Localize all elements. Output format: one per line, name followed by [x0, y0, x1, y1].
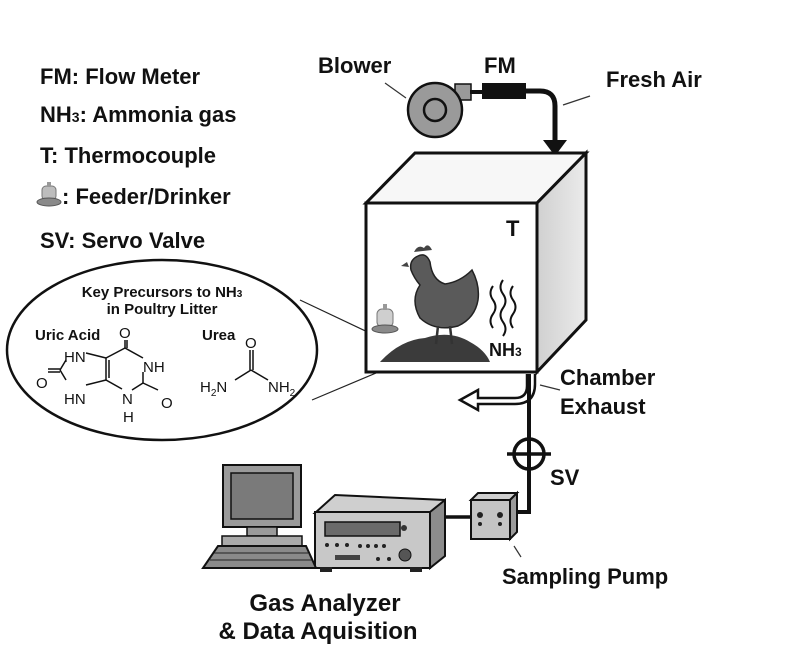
sampling-pump-label: Sampling Pump [502, 564, 668, 589]
callout-title: Key Precursors to NH3 [82, 284, 243, 301]
legend-servo-valve: SV: Servo Valve [40, 228, 205, 253]
chicken-icon [401, 245, 480, 345]
chamber-exhaust-label-1: Chamber [560, 365, 656, 390]
atom-hn: HN [64, 349, 86, 366]
gas-analyzer-icon [312, 493, 446, 572]
legend-feeder-drinker: : Feeder/Drinker [62, 184, 231, 209]
atom-o: O [161, 395, 173, 412]
callout-subtitle: in Poultry Litter [107, 301, 218, 318]
atom-nh: NH [143, 359, 165, 376]
uric-acid-label: Uric Acid [35, 327, 100, 344]
feeder-drinker-icon [371, 304, 399, 334]
ammonia-waves-icon [489, 279, 517, 337]
sampling-pump-icon [468, 490, 520, 542]
urea-label: Urea [202, 327, 236, 344]
sampling-line [517, 374, 531, 514]
servo-valve-label: SV [550, 465, 580, 490]
blower [384, 81, 472, 139]
chamber [362, 149, 590, 376]
atom-nh2: NH2 [268, 379, 296, 399]
legend-thermocouple: T: Thermocouple [40, 143, 216, 168]
thermocouple-label: T [506, 216, 520, 241]
gas-analyzer-label-2: & Data Aquisition [218, 618, 417, 645]
callout-ellipse [5, 258, 319, 442]
blower-label: Blower [318, 53, 392, 78]
gas-analyzer-label-1: Gas Analyzer [249, 590, 400, 617]
litter-pile [380, 334, 490, 362]
legend: FM: Flow Meter NH3: Ammonia gas T: Therm… [36, 64, 236, 253]
servo-valve-icon [507, 437, 551, 471]
fresh-air-label: Fresh Air [606, 67, 702, 92]
fresh-air-pipe [526, 88, 558, 140]
chamber-exhaust-label-2: Exhaust [560, 394, 646, 419]
legend-ammonia: NH3: Ammonia gas [40, 102, 236, 127]
precursors-callout: Key Precursors to NH3 in Poultry Litter … [5, 258, 396, 442]
atom-hn: HN [64, 391, 86, 408]
atom-h: H [123, 409, 134, 426]
atom-h2n: H2N [200, 379, 227, 399]
legend-flow-meter: FM: Flow Meter [40, 64, 201, 89]
uric-acid-structure: Uric Acid O HN NH [35, 325, 173, 426]
nh3-chamber-label: NH3 [489, 340, 522, 360]
arrow-down-icon [543, 140, 567, 156]
atom-o: O [36, 375, 48, 392]
urea-structure: Urea O H2N NH2 [200, 327, 296, 399]
atom-o: O [119, 325, 131, 342]
flow-meter-icon [482, 83, 526, 99]
flow-meter-label: FM [484, 53, 516, 78]
atom-o: O [245, 335, 257, 352]
exhaust-arrow-icon [457, 374, 537, 413]
atom-n: N [122, 391, 133, 408]
computer-icon [201, 464, 318, 569]
feeder-drinker-icon [36, 182, 62, 207]
